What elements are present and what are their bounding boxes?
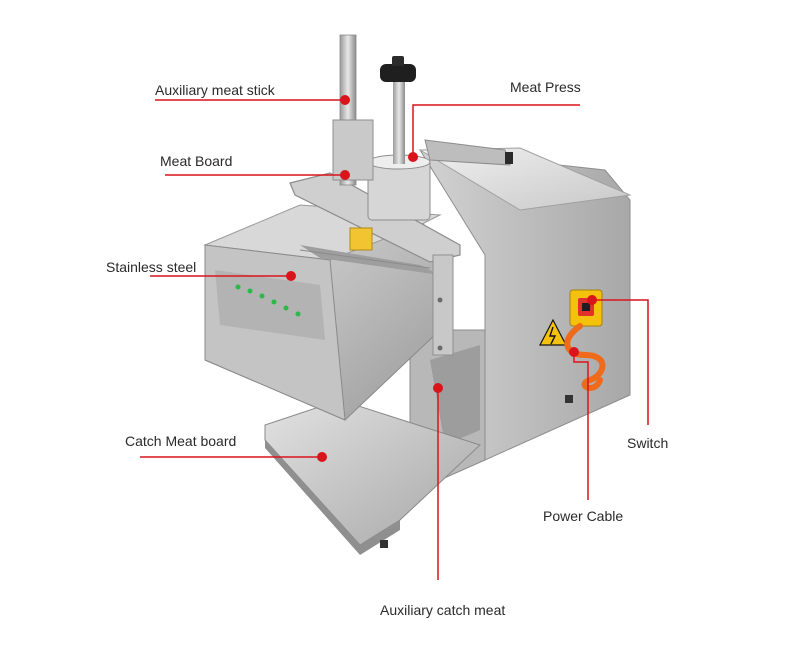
chute — [430, 345, 480, 445]
label-catch-meat-board: Catch Meat board — [125, 433, 237, 449]
callout-dots — [286, 95, 597, 462]
label-aux-catch-meat: Auxiliary catch meat — [380, 602, 506, 618]
label-aux-meat-stick: Auxiliary meat stick — [155, 82, 275, 98]
callout-power — [573, 354, 589, 500]
guide-post — [432, 254, 454, 356]
label-power-cable: Power Cable — [543, 508, 624, 524]
label-meat-board: Meat Board — [160, 153, 233, 169]
switch-box — [569, 289, 603, 327]
machine-body-right — [419, 149, 631, 461]
meat-press-rod — [393, 82, 405, 164]
callout-switch — [595, 299, 649, 425]
label-switch: Switch — [627, 435, 669, 451]
callouts — [140, 99, 649, 580]
callout-meat-press — [412, 104, 580, 160]
hazard-sticker — [539, 318, 567, 346]
label-stainless-steel: Stainless steel — [106, 259, 197, 275]
knob-icon — [380, 56, 416, 82]
label-meat-press: Meat Press — [510, 79, 581, 95]
back-rim — [424, 139, 511, 166]
control-panel — [215, 270, 325, 340]
aux-meat-stick-head — [332, 119, 374, 181]
warning-sticker — [349, 227, 373, 251]
